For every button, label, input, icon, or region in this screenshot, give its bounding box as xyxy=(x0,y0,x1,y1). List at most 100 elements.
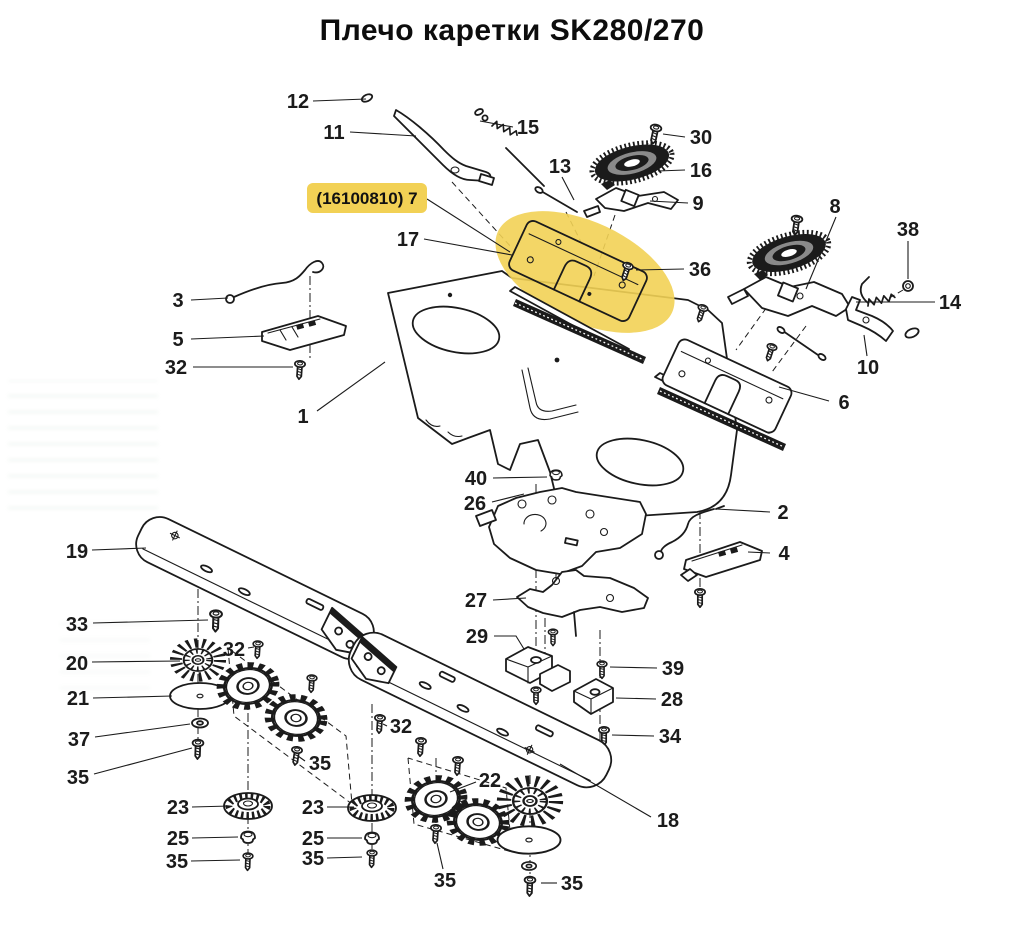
callout-leader-line xyxy=(423,238,513,256)
callout-leader-line xyxy=(615,697,657,700)
callout-leader-line xyxy=(778,386,830,402)
part-number-label: 35 xyxy=(302,848,324,870)
disc xyxy=(496,825,562,855)
part-number-label: 29 xyxy=(466,626,488,648)
part-number-label: 40 xyxy=(465,468,487,490)
callout-leader-line xyxy=(190,859,241,862)
callout-leader-line xyxy=(492,597,527,601)
part-number-label: 5 xyxy=(172,329,183,351)
part-10-lever xyxy=(845,296,920,342)
callout-leader-line xyxy=(491,493,525,503)
callout-leader-line xyxy=(190,297,229,301)
part-12-pin-cap xyxy=(360,93,374,103)
part-18-right-arm xyxy=(347,631,613,789)
screw xyxy=(450,755,465,777)
highlight-leader-line xyxy=(426,198,511,253)
part-number-label: 32 xyxy=(390,716,412,738)
part-number-label: 10 xyxy=(857,357,879,379)
needle-strip-left xyxy=(513,299,646,364)
callout-leader-line xyxy=(449,781,477,793)
part-28-cam-block xyxy=(573,678,614,715)
part-4-block xyxy=(680,541,763,582)
part-number-label: 25 xyxy=(167,828,189,850)
callout-leader-line xyxy=(863,334,868,357)
callout-leader-line xyxy=(91,660,181,663)
part-35-screw xyxy=(523,875,537,898)
part-35-screw xyxy=(191,738,205,761)
part-30-screw xyxy=(646,122,663,146)
callout-leader-line xyxy=(382,723,388,727)
part-number-label: 1 xyxy=(297,406,308,428)
callout-leader-line xyxy=(715,508,771,513)
part-number-label: 15 xyxy=(517,117,539,139)
part-16-brush-disc xyxy=(588,136,676,191)
part-number-label: 4 xyxy=(778,543,790,565)
callout-leader-line xyxy=(561,176,575,201)
screw xyxy=(413,736,428,758)
callout-leader-line xyxy=(312,98,367,102)
screw-below-29 xyxy=(530,686,542,706)
part-number-label: 34 xyxy=(659,726,682,748)
part-number-label: 35 xyxy=(561,873,583,895)
needle-strip-right xyxy=(657,387,786,451)
part-29-cam-block xyxy=(505,646,571,692)
part-35-screw xyxy=(365,849,378,869)
part-number-label: 3 xyxy=(172,290,183,312)
part-6-sinker-bracket xyxy=(661,338,793,434)
part-27-bracket xyxy=(516,569,649,637)
callout-leader-line xyxy=(747,551,771,554)
part-15-spring xyxy=(474,108,520,139)
part-35-screw xyxy=(288,745,304,767)
part-40-grommet xyxy=(549,469,563,481)
callout-leader-line xyxy=(662,133,686,138)
callout-leader-line xyxy=(92,619,209,624)
highlighted-part-number-label: (16100810) 7 xyxy=(316,189,417,208)
part-number-label: 35 xyxy=(434,870,456,892)
gear xyxy=(219,663,277,710)
screw xyxy=(305,673,318,694)
part-number-label: 8 xyxy=(829,196,840,218)
part-32-screw xyxy=(292,359,307,381)
part-number-label: 18 xyxy=(657,810,679,832)
part-23-brush-wheel xyxy=(348,795,396,821)
part-number-label: 35 xyxy=(309,753,331,775)
part-number-label: 30 xyxy=(690,127,712,149)
part-number-label: 28 xyxy=(661,689,683,711)
part-number-label: 6 xyxy=(838,392,849,414)
part-7-sinker-bracket xyxy=(508,220,648,322)
part-23-brush-wheel xyxy=(224,793,272,819)
callout-leader-line xyxy=(479,120,514,128)
part-number-label: 21 xyxy=(67,688,89,710)
part-11-lever xyxy=(393,109,545,187)
part-1-carriage-plate xyxy=(387,270,738,522)
callout-leader-line xyxy=(609,666,658,669)
callout-leader-line xyxy=(559,763,652,818)
part-number-label: 16 xyxy=(690,160,712,182)
part-35-screw xyxy=(241,852,254,872)
highlighted-part-number-box xyxy=(307,183,427,213)
callout-leader-line xyxy=(247,646,255,649)
part-32-screw xyxy=(251,639,264,660)
part-number-label: 22 xyxy=(479,770,501,792)
callout-leader-line xyxy=(326,856,363,859)
callout-leader-line xyxy=(436,842,444,870)
callout-leader-line xyxy=(611,734,655,737)
part-number-label: 13 xyxy=(549,156,571,178)
part-number-label: 37 xyxy=(68,729,90,751)
part-2-wire xyxy=(654,505,725,560)
screw-below-26 xyxy=(547,628,559,647)
part-number-label: 14 xyxy=(939,292,962,314)
callout-leader-line xyxy=(349,131,417,137)
part-number-label: 23 xyxy=(302,797,324,819)
screw-for-part-8 xyxy=(788,214,804,237)
callout-leader-line xyxy=(190,335,265,340)
callout-leader-line xyxy=(91,547,147,551)
part-number-label: 33 xyxy=(66,614,88,636)
part-number-label: 32 xyxy=(165,357,187,379)
callout-leader-line xyxy=(492,476,548,479)
part-5-block xyxy=(261,315,347,351)
callout-leader-line xyxy=(92,695,173,699)
callout-leader-line xyxy=(297,755,306,762)
part-number-label: 11 xyxy=(323,122,344,144)
part-25-grommet xyxy=(240,830,256,844)
